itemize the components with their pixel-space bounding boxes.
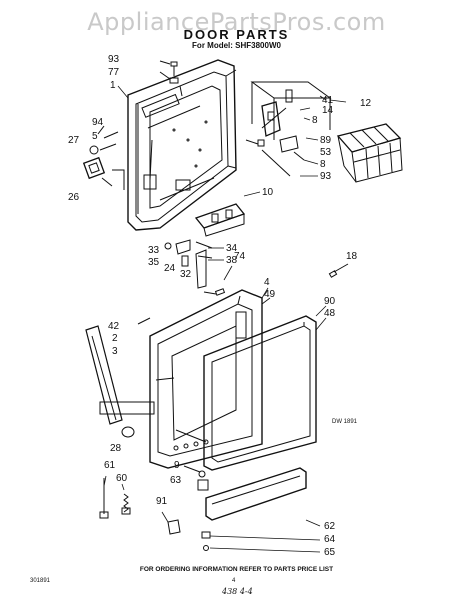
callout-8-bottom: 8 [320, 159, 326, 170]
callout-35: 35 [148, 257, 160, 268]
bracket-91 [168, 520, 180, 534]
diagram-code: DW 1891 [332, 419, 358, 425]
callout-4: 4 [264, 277, 270, 288]
callout-90: 90 [324, 296, 336, 307]
callout-64: 64 [324, 534, 336, 545]
callout-26: 26 [68, 192, 80, 203]
callout-12: 12 [360, 98, 372, 109]
callout-42: 42 [108, 321, 120, 332]
dispenser-assembly [84, 126, 124, 190]
leader-lines [104, 86, 346, 552]
callout-65: 65 [324, 547, 336, 558]
cap-9-63 [184, 466, 208, 490]
upper-hinge-hardware [246, 82, 330, 176]
bottom-fasteners [202, 532, 210, 551]
inner-door-panel [128, 60, 236, 230]
callout-32: 32 [180, 269, 192, 280]
top-screw-and-clip [160, 61, 178, 83]
handwritten-note: 438 4-4 [222, 587, 253, 596]
page-number: 4 [232, 578, 236, 584]
page-title: DOOR PARTS [183, 27, 290, 42]
callout-38: 38 [226, 255, 238, 266]
callout-91: 91 [156, 496, 168, 507]
callout-74: 74 [234, 251, 246, 262]
callout-94: 94 [92, 117, 104, 128]
callout-89: 89 [320, 135, 332, 146]
callout-10: 10 [262, 187, 274, 198]
front-door-panel [204, 316, 316, 470]
callout-61: 61 [104, 460, 116, 471]
callout-41: 41 [322, 95, 334, 106]
callout-5: 5 [92, 131, 98, 142]
side-trim-strip [86, 318, 154, 424]
callout-28: 28 [110, 443, 122, 454]
callout-34: 34 [226, 243, 238, 254]
hinge-parts [165, 240, 212, 288]
silverware-basket [338, 124, 402, 182]
left-code: 301891 [30, 578, 51, 584]
ordering-note: FOR ORDERING INFORMATION REFER TO PARTS … [139, 566, 334, 573]
leveling-foot-28 [122, 427, 134, 437]
callout-33: 33 [148, 245, 160, 256]
callout-18: 18 [346, 251, 358, 262]
callout-53: 53 [320, 147, 332, 158]
callout-49: 49 [264, 289, 276, 300]
callout-27: 27 [68, 135, 80, 146]
watermark: AppliancePartsPros.com [87, 8, 386, 36]
callout-24: 24 [164, 263, 176, 274]
screw-18 [329, 264, 348, 277]
callout-60: 60 [116, 473, 128, 484]
outer-door-frame [150, 289, 262, 468]
callout-1: 1 [110, 80, 116, 91]
door-latch [196, 204, 244, 236]
callout-9: 9 [174, 460, 180, 471]
model-line: For Model: SHF3800W0 [192, 41, 281, 50]
callout-48: 48 [324, 308, 336, 319]
callout-93-top: 93 [108, 54, 120, 65]
callout-2: 2 [112, 333, 118, 344]
callout-62: 62 [324, 521, 336, 532]
callout-8-top: 8 [312, 115, 318, 126]
callout-14: 14 [322, 105, 334, 116]
callout-3: 3 [112, 346, 118, 357]
kick-plate [206, 468, 306, 520]
callout-93-bottom: 93 [320, 171, 332, 182]
callout-63: 63 [170, 475, 182, 486]
callout-77: 77 [108, 67, 120, 78]
